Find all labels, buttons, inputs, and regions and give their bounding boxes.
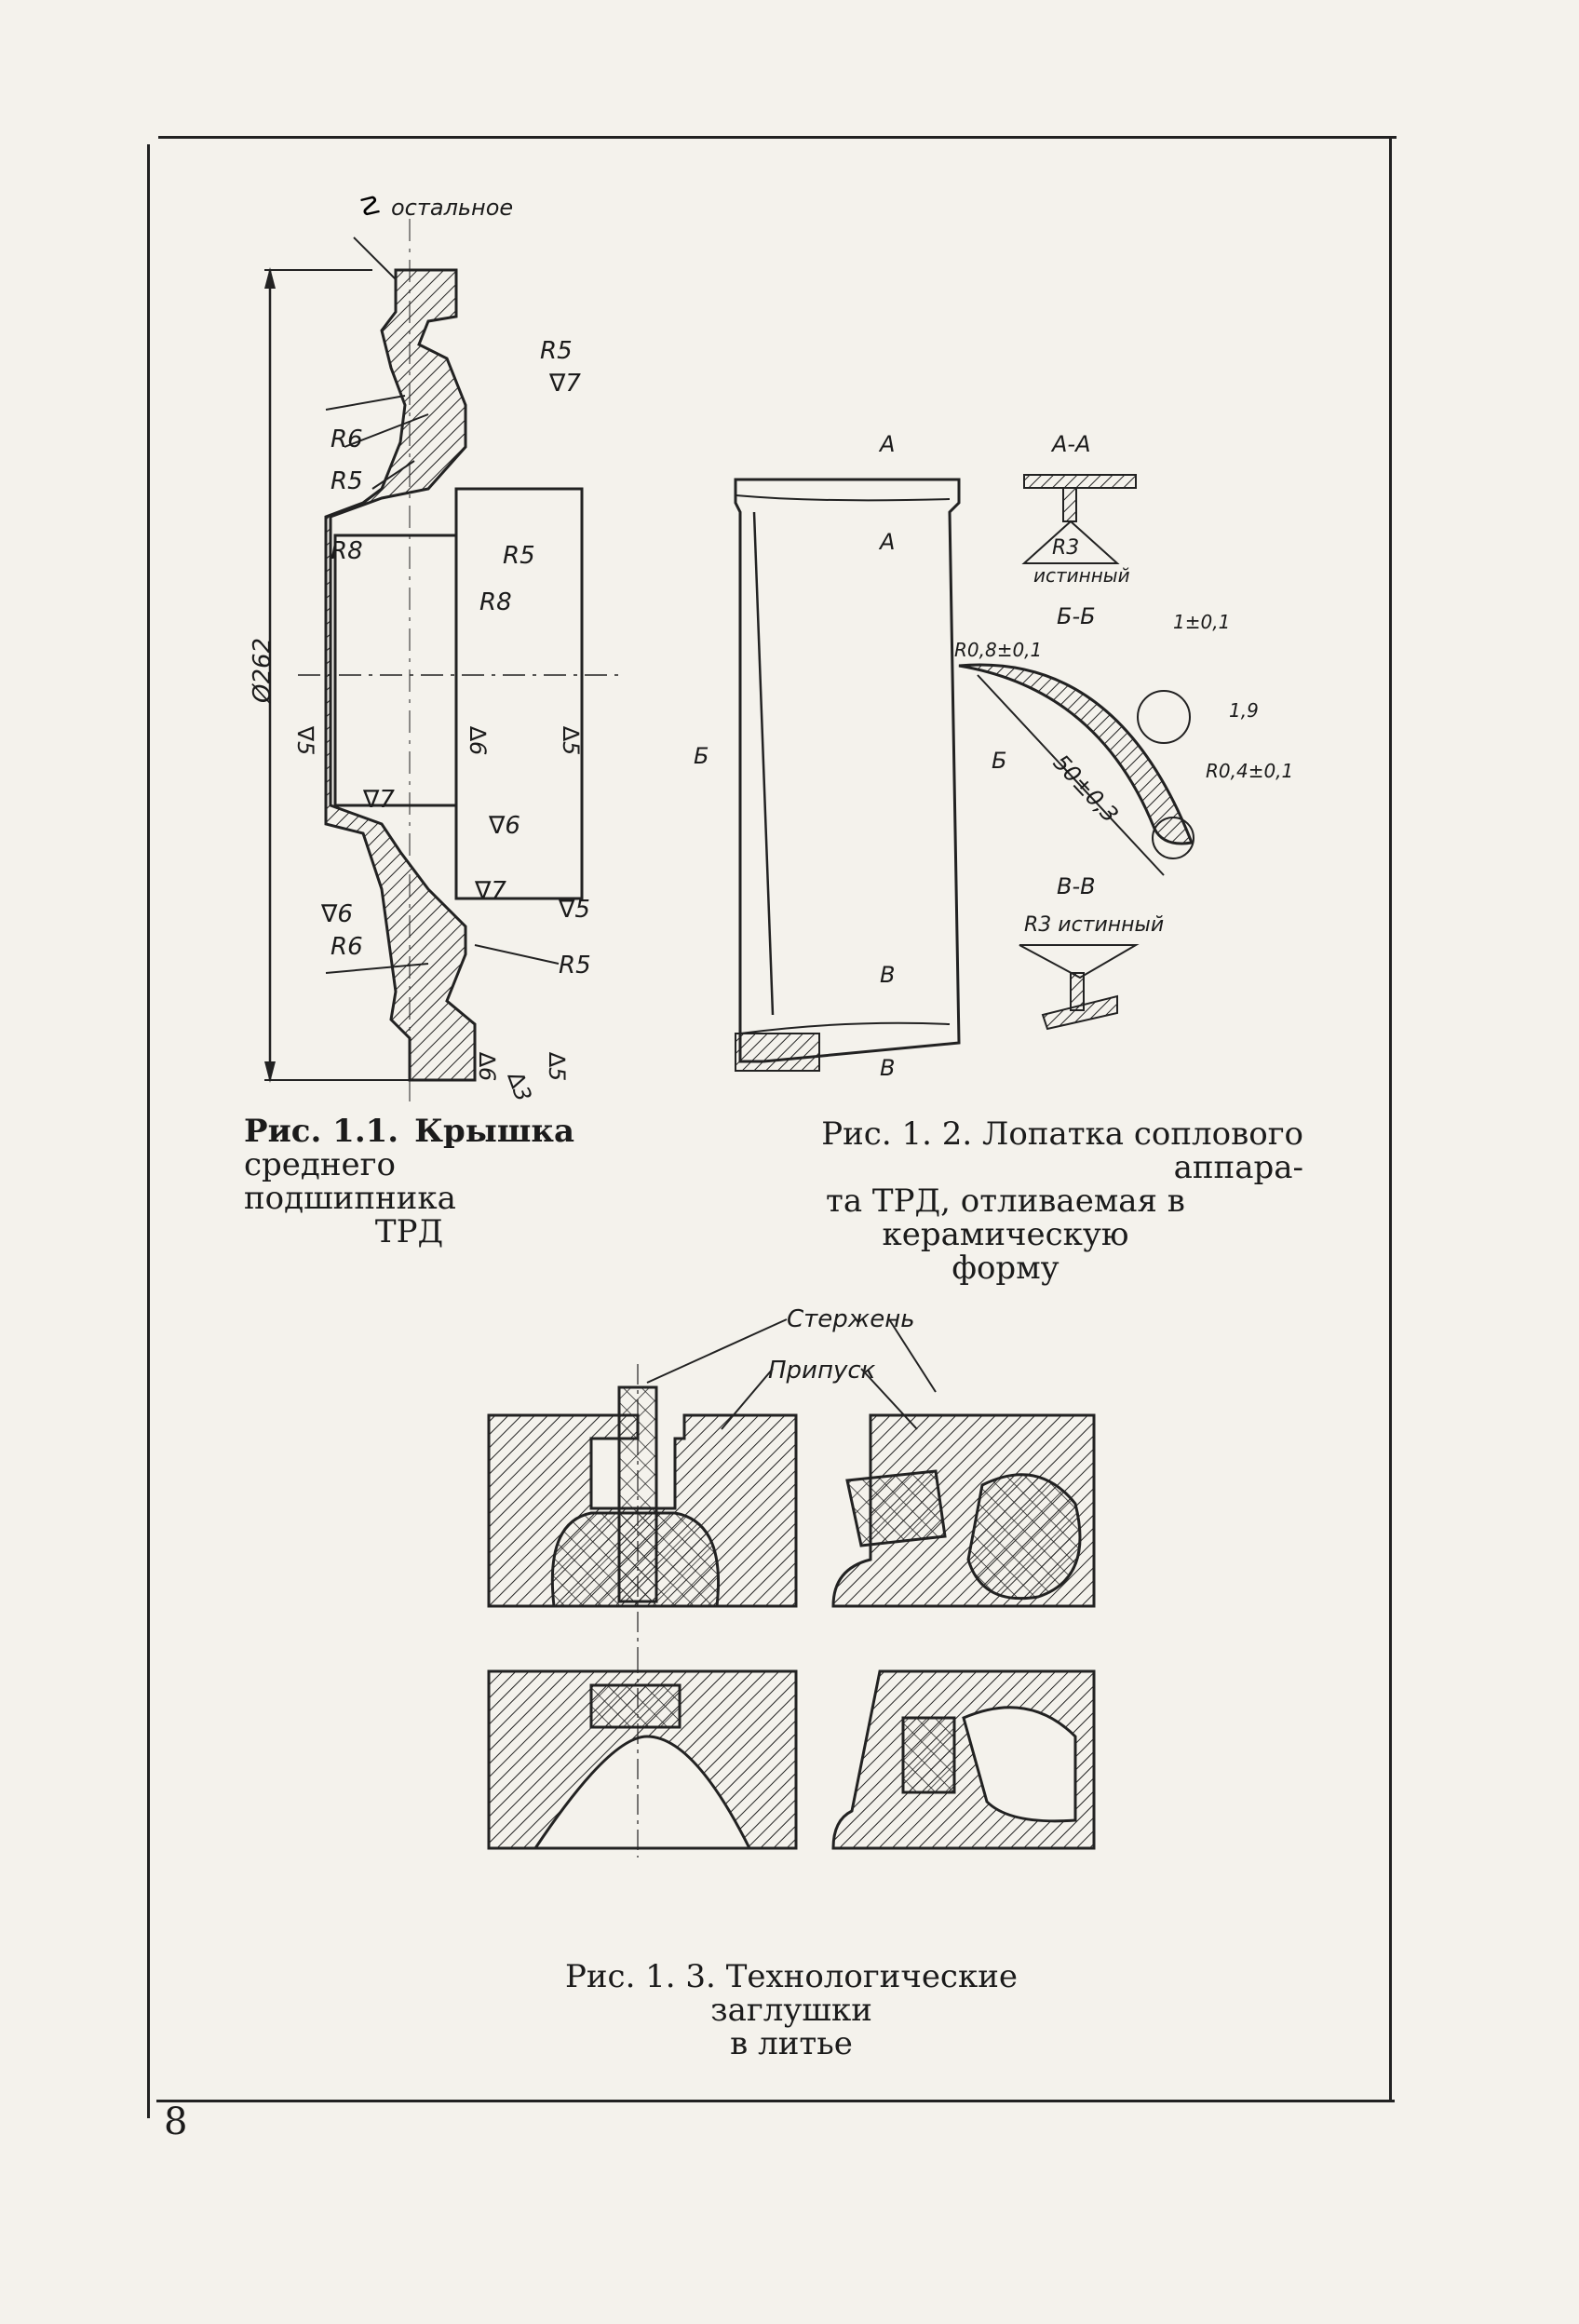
fig2-mark-a-low: А bbox=[878, 529, 895, 555]
fig1-label-12: ∇6 bbox=[320, 900, 353, 928]
fig2-mark-v-low: В bbox=[880, 1055, 895, 1081]
fig1-label-3: R5 bbox=[331, 467, 363, 495]
fig1-label-9: ∆5 bbox=[558, 725, 584, 755]
fig3-label-core: Стержень bbox=[787, 1305, 915, 1333]
fig3-label-allowance: Припуск bbox=[768, 1357, 876, 1385]
fig2-caption-line1: Лопатка соплового аппара- bbox=[981, 1115, 1303, 1186]
fig3-caption: Рис. 1. 3. Технологические заглушки в ли… bbox=[484, 1960, 1099, 2061]
fig1-label-16: R5 bbox=[559, 952, 591, 980]
fig3-caption-label: Рис. 1. 3. bbox=[564, 1958, 716, 1995]
figure-1-1-drawing: ☡ остальное Ø262 R5 ∇7 R6 R5 R8 R5 R8 ∇5… bbox=[249, 191, 624, 1105]
fig1-label-0: R5 bbox=[540, 337, 573, 365]
fig1-label-10: ∇7 bbox=[362, 786, 395, 814]
fig1-caption: Рис. 1.1. Крышка среднего подшипника ТРД bbox=[244, 1115, 574, 1249]
fig1-label-5: R5 bbox=[503, 542, 535, 570]
fig3-caption-line1: Технологические заглушки bbox=[710, 1958, 1019, 2029]
fig2-dim-50: 50±0,3 bbox=[1048, 750, 1124, 828]
fig2-caption-line3: форму bbox=[951, 1250, 1059, 1287]
fig2-r3-2: R3 истинный bbox=[1024, 913, 1164, 937]
fig1-caption-line3: ТРД bbox=[374, 1213, 444, 1250]
fig3-caption-line2: в литье bbox=[730, 2025, 853, 2062]
fig2-tol1: 1±0,1 bbox=[1173, 611, 1230, 633]
page-number: 8 bbox=[164, 2101, 188, 2143]
fig2-mark-a-top: А bbox=[878, 431, 895, 457]
fig1-caption-label: Рис. 1.1. bbox=[244, 1113, 399, 1150]
fig1-label-1: ∇7 bbox=[548, 370, 581, 398]
fig1-label-15: ∇5 bbox=[558, 896, 590, 924]
fig1-label-17: ∆5 bbox=[544, 1051, 570, 1081]
fig2-caption-line2: та ТРД, отливаемая в керамическую bbox=[826, 1182, 1185, 1253]
fig1-note: остальное bbox=[391, 195, 513, 221]
fig1-label-7: ∇5 bbox=[292, 725, 318, 755]
fig1-label-11: ∇6 bbox=[488, 812, 520, 840]
fig2-r3: R3 bbox=[1052, 536, 1079, 560]
frame-left-rule bbox=[147, 144, 150, 2118]
fig1-label-13: R6 bbox=[331, 933, 363, 961]
fig2-section-vv: В-В bbox=[1057, 873, 1096, 899]
figure-1-2-drawing: А А Б Б В В А-А R3 истинный Б-Б 1±0,1 R0… bbox=[694, 431, 1293, 1081]
fig2-caption-label: Рис. 1. 2. bbox=[821, 1115, 973, 1153]
fig2-mark-v-top: В bbox=[880, 962, 895, 988]
fig2-caption: Рис. 1. 2. Лопатка соплового аппара- та … bbox=[708, 1117, 1303, 1285]
fig1-label-19: ∆3 bbox=[502, 1068, 536, 1105]
fig1-caption-line2: среднего подшипника bbox=[244, 1146, 456, 1217]
fig1-caption-title: Крышка bbox=[414, 1113, 574, 1150]
fig2-mark-b-left: Б bbox=[694, 743, 709, 769]
fig1-dimension: Ø262 bbox=[249, 638, 277, 704]
fig2-r08: R0,8±0,1 bbox=[954, 639, 1042, 661]
fig1-label-14: ∇7 bbox=[474, 877, 506, 905]
fig2-section-bb: Б-Б bbox=[1057, 603, 1096, 629]
fig2-mark-b-right: Б bbox=[992, 748, 1006, 774]
frame-bottom-rule bbox=[156, 2100, 1395, 2102]
fig2-r04: R0,4±0,1 bbox=[1206, 760, 1293, 782]
frame-right-rule bbox=[1389, 136, 1392, 2101]
fig2-dim-19: 1,9 bbox=[1229, 699, 1259, 722]
fig1-label-4: R8 bbox=[331, 537, 363, 565]
fig2-r3-word: истинный bbox=[1033, 564, 1130, 587]
fig2-section-aa: А-А bbox=[1050, 431, 1091, 457]
fig1-label-2: R6 bbox=[331, 426, 363, 453]
fig1-label-8: ∆6 bbox=[465, 725, 491, 755]
fig1-label-6: R8 bbox=[479, 588, 512, 616]
figure-1-3-drawing: Стержень Припуск bbox=[487, 1305, 1096, 1858]
finish-symbol-icon: ☡ bbox=[358, 191, 382, 222]
fig1-label-18: ∆6 bbox=[474, 1051, 500, 1081]
frame-top-rule bbox=[158, 136, 1397, 139]
